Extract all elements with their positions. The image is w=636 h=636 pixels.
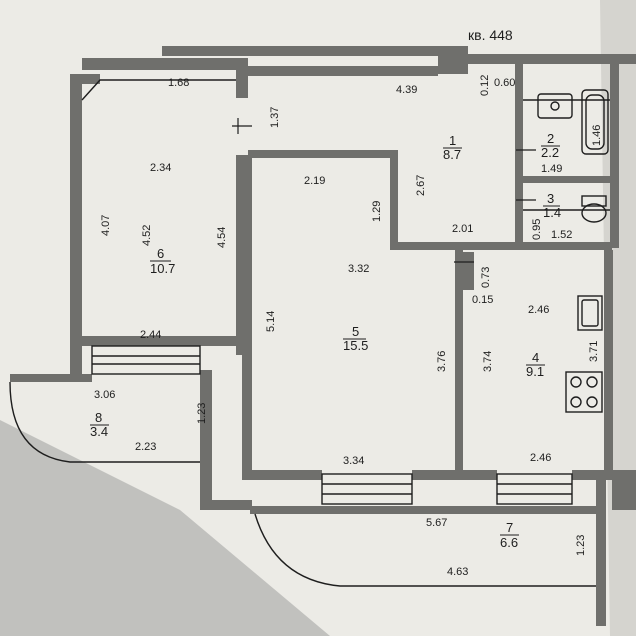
dimension-label: 3.06	[94, 389, 115, 401]
dimension-label: 5.14	[265, 311, 277, 332]
dimension-label: 2.19	[304, 175, 325, 187]
dimension-label: 1.52	[551, 229, 572, 241]
dimension-label: 1.37	[269, 107, 281, 128]
room-area: 2.2	[541, 145, 559, 160]
dimension-label: 4.39	[396, 84, 417, 96]
dimension-labels: 1.68 4.39 0.12 0.60 1.37 2.34 4.07 4.52 …	[94, 75, 603, 578]
wall-segment	[82, 336, 247, 346]
wall-segment	[523, 176, 618, 183]
room-number: 7	[506, 520, 513, 535]
wall-segment	[612, 470, 636, 510]
wall-segment	[210, 500, 252, 510]
walls	[10, 46, 636, 626]
room-number: 6	[157, 246, 164, 261]
dimension-label: 0.60	[494, 77, 515, 89]
room-area: 10.7	[150, 261, 175, 276]
dimension-label: 2.01	[452, 223, 473, 235]
wall-segment	[456, 252, 474, 290]
wall-segment	[610, 62, 619, 248]
room-number: 2	[547, 131, 554, 146]
dimension-label: 1.68	[168, 77, 189, 89]
wall-segment	[70, 82, 82, 374]
dimension-label: 5.67	[426, 517, 447, 529]
wall-segment	[236, 58, 248, 98]
shadow-area	[0, 420, 330, 636]
room-area: 3.4	[90, 424, 108, 439]
room-area: 1.4	[543, 205, 561, 220]
window-room5	[321, 473, 413, 505]
wall-segment	[572, 470, 636, 480]
wall-segment	[250, 506, 600, 514]
kitchen-sink	[577, 295, 603, 331]
dimension-label: 2.46	[530, 452, 551, 464]
balcony-7-outline	[254, 513, 596, 587]
room-area: 9.1	[526, 364, 544, 379]
dimension-label: 4.07	[100, 215, 112, 236]
stove	[565, 371, 603, 413]
wall-segment	[242, 158, 252, 478]
washbasin	[537, 93, 573, 119]
room-number: 3	[547, 191, 554, 206]
room-number: 5	[352, 324, 359, 339]
dimension-label: 1.23	[196, 403, 208, 424]
wall-segment	[248, 66, 438, 76]
wall-segment	[242, 470, 322, 480]
wall-segment	[248, 150, 396, 158]
wall-segment	[200, 370, 212, 510]
balcony-8-outline	[9, 381, 200, 463]
dimension-label: 0.73	[480, 267, 492, 288]
dimension-label: 1.23	[575, 535, 587, 556]
dimension-label: 4.52	[141, 225, 153, 246]
wall-segment	[596, 476, 606, 626]
dimension-label: 3.34	[343, 455, 364, 467]
dimension-label: 4.63	[447, 566, 468, 578]
dimension-label: 2.34	[150, 162, 171, 174]
dimension-label: 0.15	[472, 294, 493, 306]
dimension-label: 3.74	[482, 351, 494, 372]
room-number: 1	[449, 133, 456, 148]
wall-segment	[10, 374, 92, 382]
wall-segment	[438, 46, 468, 74]
room-area: 15.5	[343, 338, 368, 353]
dimension-ticks	[232, 118, 536, 263]
wall-segment	[455, 250, 463, 470]
wall-segment	[468, 54, 636, 64]
dimension-label: 2.46	[528, 304, 549, 316]
room-area: 8.7	[443, 147, 461, 162]
room-area: 6.6	[500, 535, 518, 550]
apartment-title: кв. 448	[468, 27, 513, 43]
dimension-label: 1.29	[371, 201, 383, 222]
bathtub	[581, 89, 609, 155]
wall-segment	[390, 242, 612, 250]
dimension-label: 2.44	[140, 329, 161, 341]
wall-segment	[162, 46, 442, 56]
wall-segment	[82, 58, 242, 70]
dimension-label: 1.49	[541, 163, 562, 175]
room-number: 8	[95, 410, 102, 425]
dimension-label: 2.23	[135, 441, 156, 453]
window-room6	[91, 345, 201, 375]
dimension-label: 4.54	[216, 227, 228, 248]
dimension-label: 3.76	[436, 351, 448, 372]
dimension-label: 2.67	[415, 175, 427, 196]
room-number: 4	[532, 350, 539, 365]
toilet	[581, 203, 607, 223]
wall-segment	[70, 74, 100, 84]
dimension-label: 0.95	[531, 219, 543, 240]
dimension-label: 1.46	[591, 125, 603, 146]
dimension-label: 3.71	[588, 341, 600, 362]
room-labels: 1 8.7 2 2.2 3 1.4 4 9.1 5 15.5 6 10.7 7 …	[90, 131, 561, 550]
fixtures	[537, 89, 609, 413]
wall-segment	[515, 62, 523, 248]
wall-segment	[390, 150, 398, 246]
wall-segment	[412, 470, 497, 480]
dimension-label: 0.12	[479, 75, 491, 96]
room-number-underlines	[90, 145, 560, 536]
wall-segment	[604, 250, 613, 470]
dimension-label: 3.32	[348, 263, 369, 275]
window-room4	[496, 473, 573, 505]
